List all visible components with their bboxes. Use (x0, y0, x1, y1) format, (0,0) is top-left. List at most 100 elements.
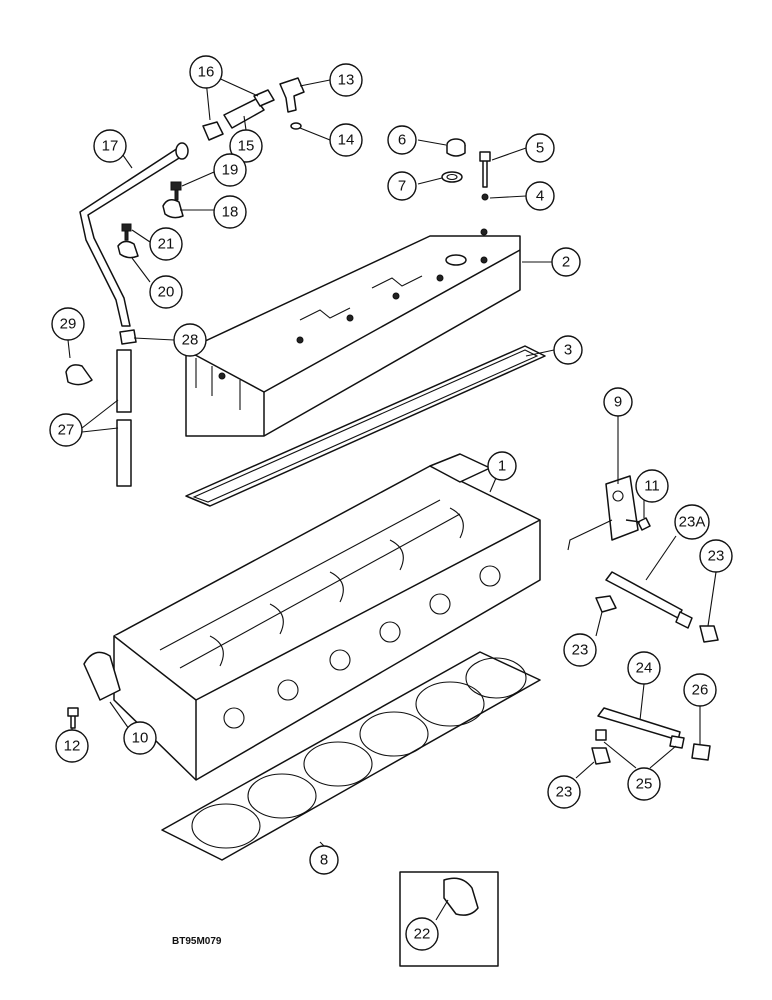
callout-27: 27 (49, 413, 83, 447)
svg-text:22: 22 (414, 926, 431, 943)
svg-text:27: 27 (58, 422, 75, 439)
breather-hose (79, 147, 185, 327)
clip-18 (162, 199, 184, 219)
callout-16: 16 (189, 55, 223, 89)
callout-13: 13 (329, 63, 363, 97)
cylinder-head (113, 453, 541, 781)
callout-23-lower: 23 (547, 775, 581, 809)
fitting-25-right (669, 735, 685, 749)
callout-14: 14 (329, 123, 363, 157)
svg-text:26: 26 (692, 682, 709, 699)
svg-text:20: 20 (158, 284, 175, 301)
callout-15: 15 (229, 129, 263, 163)
svg-text:23: 23 (708, 548, 725, 565)
callout-4: 4 (525, 181, 555, 211)
cap-screw-21 (121, 223, 132, 241)
bolt-washer (481, 193, 489, 201)
lifting-bracket-front (83, 651, 121, 701)
callout-23-right: 23 (699, 539, 733, 573)
callout-11: 11 (635, 469, 669, 503)
svg-text:16: 16 (198, 64, 215, 81)
svg-text:2: 2 (562, 254, 570, 271)
svg-text:21: 21 (158, 236, 175, 253)
svg-text:29: 29 (60, 316, 77, 333)
svg-text:18: 18 (222, 204, 239, 221)
short-hose (223, 98, 265, 129)
callout-18: 18 (213, 195, 247, 229)
elbow-28 (119, 329, 137, 345)
callout-17: 17 (93, 129, 127, 163)
hose-27-upper (116, 349, 132, 413)
callout-23-left: 23 (563, 633, 597, 667)
callout-21: 21 (149, 227, 183, 261)
svg-text:17: 17 (102, 138, 119, 155)
head-gasket (161, 651, 541, 861)
callout-10: 10 (123, 721, 157, 755)
svg-text:7: 7 (398, 178, 406, 195)
fitting-25-left (595, 729, 607, 741)
fitting-26 (691, 743, 711, 761)
cover-bolt (479, 151, 491, 188)
callout-6: 6 (387, 125, 417, 155)
svg-text:24: 24 (636, 660, 653, 677)
svg-text:23: 23 (572, 642, 589, 659)
svg-text:3: 3 (564, 342, 572, 359)
cap-screw-19 (170, 181, 182, 201)
fitting-23-left (595, 595, 617, 613)
callout-22: 22 (405, 917, 439, 951)
callout-12: 12 (55, 729, 89, 763)
callout-1: 1 (487, 451, 517, 481)
svg-text:15: 15 (238, 138, 255, 155)
hose-27-lower (116, 419, 132, 487)
drawing-code: BT95M079 (172, 936, 222, 947)
valve-cover (185, 228, 521, 437)
svg-text:6: 6 (398, 132, 406, 149)
callout-5: 5 (525, 133, 555, 163)
callout-9: 9 (603, 387, 633, 417)
callout-28: 28 (173, 323, 207, 357)
callout-2: 2 (551, 247, 581, 277)
svg-text:12: 12 (64, 738, 81, 755)
callout-29: 29 (51, 307, 85, 341)
svg-text:10: 10 (132, 730, 149, 747)
callout-7: 7 (387, 171, 417, 201)
svg-text:23A: 23A (679, 514, 706, 531)
breather-hose-end (175, 142, 189, 160)
valve-cover-gasket (185, 345, 546, 507)
fitting-23-right (699, 625, 719, 643)
callout-24: 24 (627, 651, 661, 685)
plug-22 (443, 877, 479, 916)
hose-clamp-right (253, 89, 275, 107)
svg-text:14: 14 (338, 132, 355, 149)
bracket-bolt-front (67, 707, 79, 729)
fitting-23-lower (591, 747, 611, 765)
o-ring (290, 122, 302, 130)
svg-text:8: 8 (320, 852, 328, 869)
filler-seal (441, 171, 463, 183)
fitting-23a-end (675, 611, 693, 629)
svg-text:4: 4 (536, 188, 544, 205)
hose-clamp-left (202, 121, 224, 141)
elbow-fitting (279, 77, 305, 113)
svg-text:25: 25 (636, 776, 653, 793)
tube-24 (597, 707, 681, 741)
svg-text:13: 13 (338, 72, 355, 89)
svg-text:19: 19 (222, 162, 239, 179)
clamp-29 (65, 364, 93, 386)
svg-text:1: 1 (498, 458, 506, 475)
callout-26: 26 (683, 673, 717, 707)
svg-text:11: 11 (644, 478, 660, 495)
clip-20 (117, 240, 139, 259)
callout-3: 3 (553, 335, 583, 365)
callout-19: 19 (213, 153, 247, 187)
tube-23a (605, 571, 683, 619)
bracket-bolt-rear (625, 517, 651, 531)
callout-23a: 23A (674, 504, 710, 540)
svg-text:9: 9 (614, 394, 622, 411)
svg-text:5: 5 (536, 140, 544, 157)
callout-25: 25 (627, 767, 661, 801)
svg-text:23: 23 (556, 784, 573, 801)
svg-text:28: 28 (182, 332, 199, 349)
callout-8: 8 (309, 845, 339, 875)
